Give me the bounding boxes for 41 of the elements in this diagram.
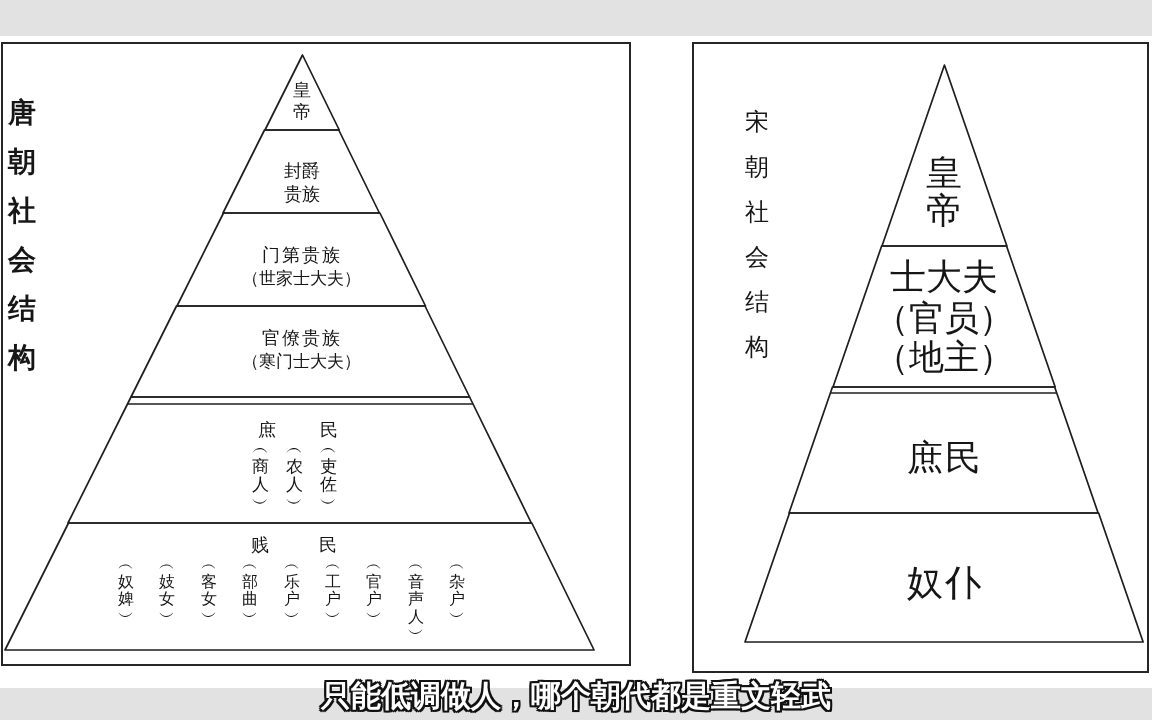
tier-label: 奴仆: [906, 562, 983, 604]
pyramid-tier: [222, 129, 381, 214]
tier-sublabel: （寒门士大夫）: [241, 352, 361, 372]
tier-sublabel: ︵官户︶: [366, 555, 383, 626]
tier-sublabel: ︵杂户︶: [449, 555, 466, 626]
tier-label: 门第贵族: [261, 244, 342, 266]
diagram-panel: [692, 42, 1149, 673]
vertical-title: 唐朝社会结构: [8, 95, 36, 376]
tier-label: 皇帝: [926, 154, 962, 230]
tier-label: 封爵贵族: [284, 159, 320, 205]
tier-sublabel: ︵奴婢︶: [118, 555, 134, 626]
pyramid-tier: [175, 212, 426, 307]
pyramid-tier: [67, 396, 533, 524]
pyramid-tier: [3, 522, 595, 651]
pyramid-tier: [831, 245, 1057, 388]
tier-sublabel: （官员）: [874, 297, 1014, 339]
tier-label: 庶民: [258, 419, 338, 441]
tier-sublabel: ︵商人︶: [251, 438, 269, 513]
tier-label: 庶民: [906, 437, 983, 479]
pyramid-tier: [880, 64, 1008, 247]
tier-sublabel: ︵客女︶: [200, 555, 217, 626]
diagram-panel: [1, 42, 631, 666]
tier-label: 贱民: [251, 534, 337, 556]
tier-sublabel: ︵工户︶: [325, 555, 341, 626]
tier-sublabel: ︵乐户︶: [283, 555, 300, 626]
vertical-title: 宋朝社会结构: [745, 107, 769, 363]
pyramid-tier: [743, 512, 1145, 643]
tier-sublabel: ︵音声人︶: [407, 555, 424, 643]
pyramid-tier: [130, 305, 471, 398]
tier-sublabel: ︵农人︶: [285, 438, 303, 513]
tier-sublabel: ︵部曲︶: [242, 555, 259, 626]
tier-label: 士大夫: [890, 256, 998, 298]
tier-label: 皇帝: [293, 79, 311, 123]
tier-sublabel: （地主）: [874, 336, 1014, 378]
tier-sublabel: ︵吏佐︶: [319, 438, 337, 513]
subtitle-caption: 只能低调做人，哪个朝代都是重文轻武: [321, 679, 831, 714]
tier-sublabel: ︵妓女︶: [159, 555, 176, 626]
pyramid-tier: [788, 386, 1100, 514]
tier-sublabel: （世家士大夫）: [241, 269, 361, 289]
tier-label: 官僚贵族: [261, 327, 342, 349]
pyramid-tier: [263, 54, 340, 131]
